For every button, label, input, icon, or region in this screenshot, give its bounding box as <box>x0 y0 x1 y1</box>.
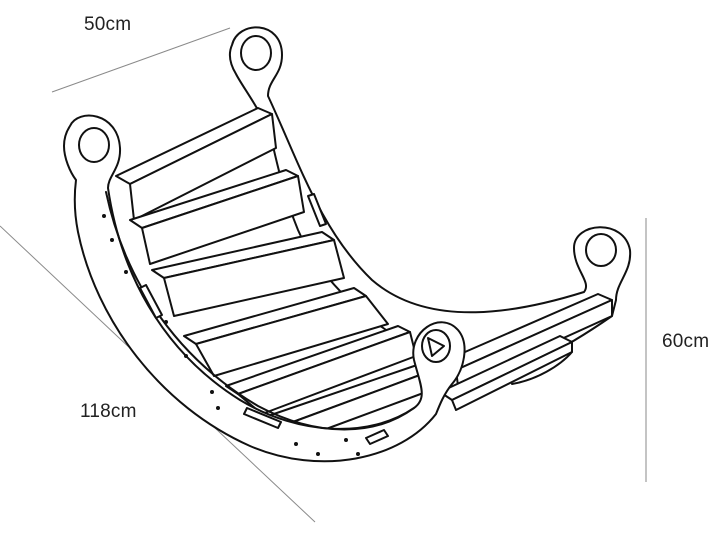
length-dimension-label: 118cm <box>80 401 137 422</box>
front-panel-screw-holes <box>102 214 360 456</box>
back-panel-slot <box>307 193 327 227</box>
back-side-panel <box>228 26 632 383</box>
front-panel-left-handle-hole <box>78 127 110 163</box>
bottom-rails <box>439 293 613 411</box>
slat-2 <box>129 169 305 265</box>
back-panel-outline <box>228 26 632 383</box>
front-panel-slots <box>139 284 389 445</box>
depth-dimension-line <box>51 27 231 93</box>
front-slot-1 <box>139 284 163 319</box>
height-dimension-label: 60cm <box>662 331 710 352</box>
rocker <box>63 26 632 463</box>
back-panel-right-handle-hole <box>585 233 617 267</box>
slat-4 <box>183 287 389 377</box>
front-slot-3 <box>365 429 389 445</box>
front-panel-inner-arc <box>105 191 415 431</box>
front-side-panel <box>63 114 466 463</box>
slat-1 <box>115 107 277 221</box>
rail-shadow-curve <box>511 351 573 385</box>
slat-3 <box>151 231 345 317</box>
back-panel-top-handle-hole <box>240 35 272 71</box>
slats <box>115 107 429 433</box>
slat-5 <box>225 325 417 415</box>
front-slot-2 <box>243 407 282 429</box>
depth-dimension-label: 50cm <box>84 14 132 35</box>
front-panel-triangle-cutout <box>427 337 445 357</box>
bottom-rail-upper-face <box>455 299 613 387</box>
